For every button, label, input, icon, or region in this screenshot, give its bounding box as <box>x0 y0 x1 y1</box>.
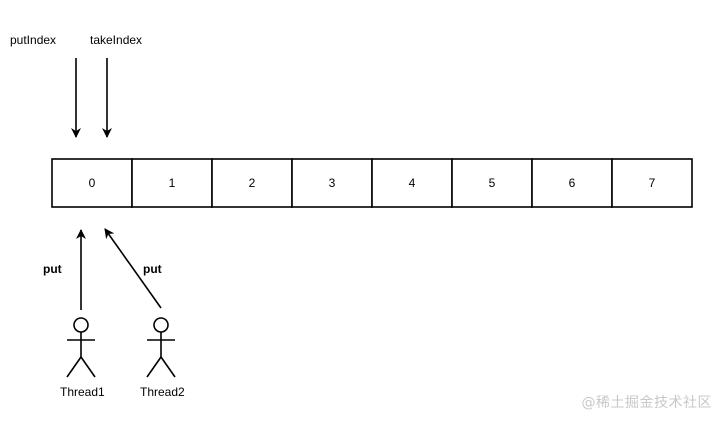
thread2-label: Thread2 <box>140 385 185 399</box>
queue-cell-index-7: 7 <box>649 176 656 190</box>
thread1-put-label: put <box>43 262 62 276</box>
thread2-put-label: put <box>143 262 162 276</box>
queue-cell-index-1: 1 <box>169 176 176 190</box>
queue-cell-index-5: 5 <box>489 176 496 190</box>
thread2-put-arrow <box>104 228 162 309</box>
queue-cell-2 <box>211 158 293 208</box>
queue-cell-6 <box>531 158 613 208</box>
queue-cell-index-4: 4 <box>409 176 416 190</box>
queue-array: 0 1 2 3 4 5 6 7 <box>51 158 693 208</box>
queue-cell-index-2: 2 <box>249 176 256 190</box>
queue-cell-index-0: 0 <box>89 176 96 190</box>
queue-cell-index-6: 6 <box>569 176 576 190</box>
watermark: @稀土掘金技术社区 <box>581 395 712 411</box>
queue-cell-1 <box>131 158 213 208</box>
thread1-label: Thread1 <box>60 385 105 399</box>
queue-cell-7 <box>611 158 693 208</box>
thread2-actor-icon <box>146 317 176 378</box>
queue-cell-3 <box>291 158 373 208</box>
queue-cell-index-3: 3 <box>329 176 336 190</box>
queue-cell-5 <box>451 158 533 208</box>
take-index-label: takeIndex <box>90 33 142 47</box>
thread1-actor-icon <box>66 317 96 378</box>
put-index-label: putIndex <box>10 33 56 47</box>
